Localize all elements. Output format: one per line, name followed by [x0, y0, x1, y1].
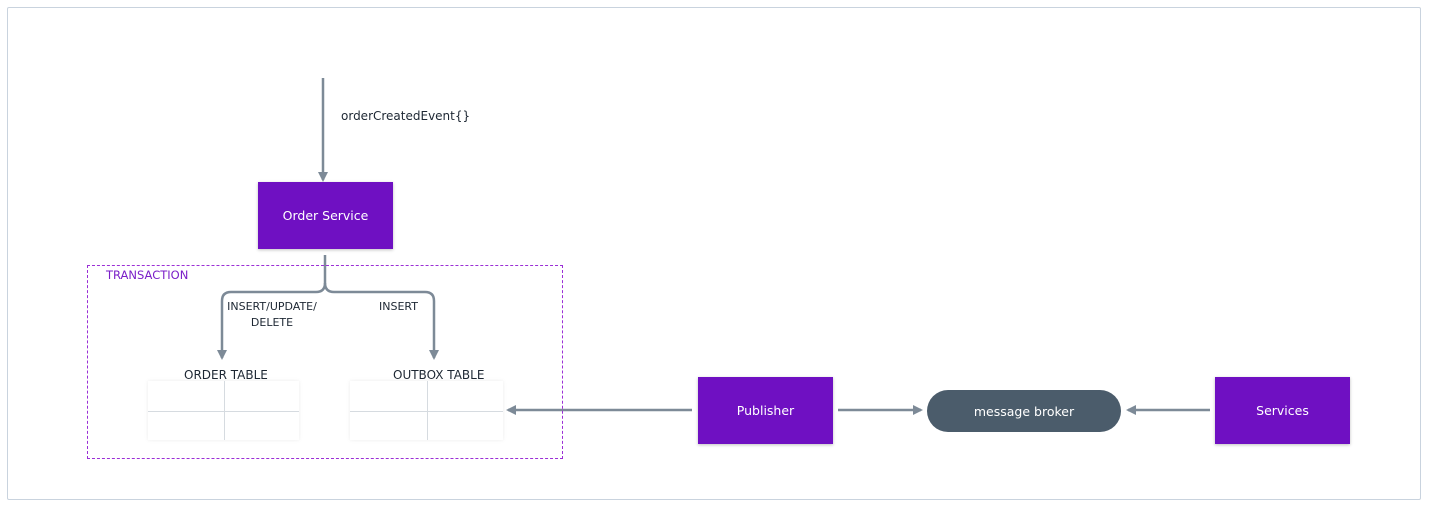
order-service-node[interactable]: Order Service — [258, 182, 393, 249]
order-table-node[interactable] — [148, 381, 299, 440]
arrow-order-service-to-outbox-table — [323, 282, 439, 360]
edge-label-insert-update-delete: INSERT/UPDATE/ DELETE — [226, 300, 318, 329]
edge-label-line-2: DELETE — [250, 316, 294, 329]
edge-label-insert: INSERT — [379, 300, 418, 313]
table-column-divider — [223, 381, 225, 440]
canvas-frame — [7, 7, 1421, 500]
order-table-title: ORDER TABLE — [184, 368, 268, 382]
message-broker-node[interactable]: message broker — [927, 390, 1121, 432]
outbox-table-title: OUTBOX TABLE — [393, 368, 485, 382]
publisher-node[interactable]: Publisher — [698, 377, 833, 444]
transaction-label: TRANSACTION — [106, 268, 189, 282]
services-node[interactable]: Services — [1215, 377, 1350, 444]
event-label: orderCreatedEvent{} — [341, 109, 471, 123]
edge-label-line-1: INSERT/UPDATE/ — [227, 300, 317, 313]
outbox-table-node[interactable] — [350, 381, 503, 440]
transaction-boundary — [87, 265, 563, 459]
table-column-divider — [426, 381, 428, 440]
